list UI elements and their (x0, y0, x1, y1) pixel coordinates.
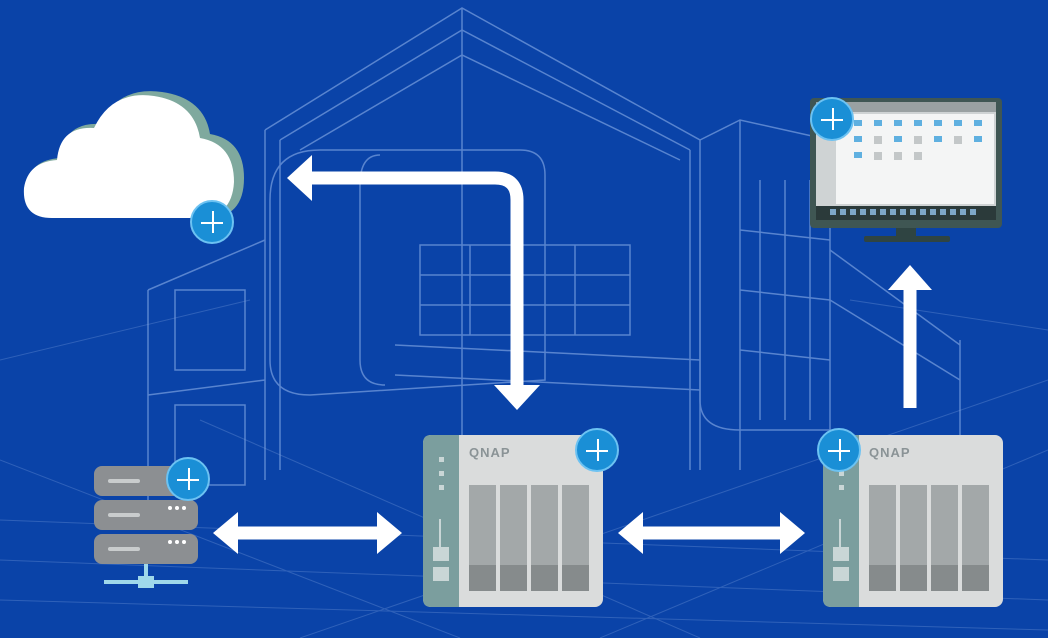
link-server-nas-arrow (213, 512, 402, 554)
desktop-add-button[interactable] (810, 97, 854, 141)
monitor-icon (810, 98, 1002, 242)
desktop-node (810, 98, 1002, 246)
nas-secondary-node: QNAP (823, 435, 1003, 607)
cloud-icon (23, 91, 245, 218)
link-nas-desktop-arrow (888, 265, 932, 408)
nas-icon (823, 435, 1003, 607)
nas-brand-label: QNAP (869, 445, 911, 460)
nas-icon (423, 435, 603, 607)
nas-primary-add-button[interactable] (575, 428, 619, 472)
cloud-add-button[interactable] (190, 200, 234, 244)
nas-primary-node: QNAP (423, 435, 603, 607)
link-nas-nas-arrow (618, 512, 805, 554)
server-add-button[interactable] (166, 457, 210, 501)
link-nas-cloud-arrow (287, 155, 540, 410)
cloud-node (22, 86, 252, 226)
nas-brand-label: QNAP (469, 445, 511, 460)
nas-secondary-add-button[interactable] (817, 428, 861, 472)
